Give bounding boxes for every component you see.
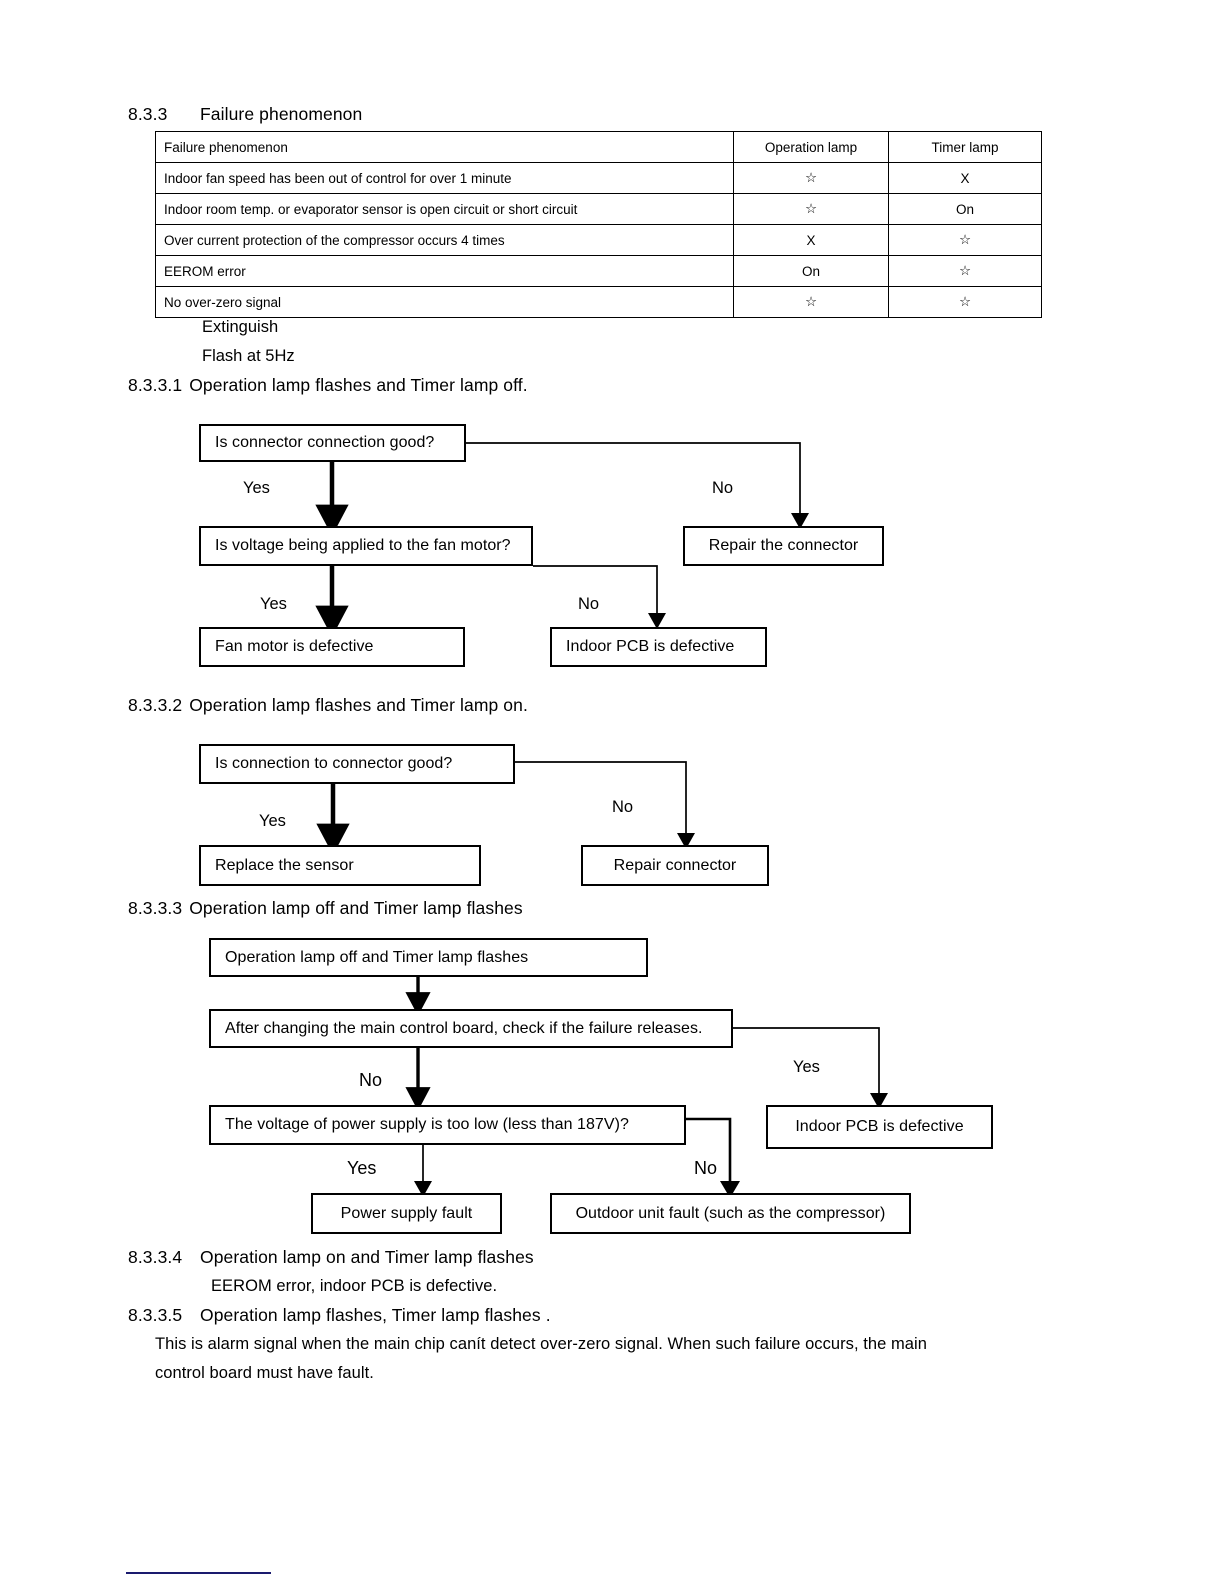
fc1-node-fan-motor-defective: Fan motor is defective	[199, 627, 465, 667]
cell-phenomenon: No over-zero signal	[155, 286, 734, 318]
section-number: 8.3.3.4	[128, 1247, 183, 1267]
legend-extinguish: Extinguish	[202, 318, 279, 336]
legend-flash: Flash at 5Hz	[202, 347, 295, 365]
section-title: Operation lamp flashes, Timer lamp flash…	[200, 1305, 551, 1325]
paragraph-line-1: This is alarm signal when the main chip …	[155, 1335, 927, 1353]
fc1-node-connector-question: Is connector connection good?	[199, 424, 466, 462]
fc3-label-no-2: No	[694, 1158, 718, 1178]
fc3-node-start: Operation lamp off and Timer lamp flashe…	[209, 938, 648, 977]
fc2-node-connection-question: Is connection to connector good?	[199, 744, 515, 784]
cell-operation-lamp: ☆	[733, 286, 889, 318]
fc2-label-no-1: No	[612, 798, 634, 816]
fc2-node-replace-sensor: Replace the sensor	[199, 845, 481, 886]
fc3-node-indoor-pcb-defective: Indoor PCB is defective	[766, 1105, 993, 1149]
fc3-label-yes-2: Yes	[347, 1158, 377, 1178]
section-title: Operation lamp flashes and Timer lamp on…	[189, 695, 528, 715]
fc1-node-voltage-question: Is voltage being applied to the fan moto…	[199, 526, 533, 566]
section-number: 8.3.3.5	[128, 1305, 183, 1325]
cell-operation-lamp: X	[733, 224, 889, 256]
section-number: 8.3.3.3	[128, 898, 183, 918]
fc3-node-voltage-low-question: The voltage of power supply is too low (…	[209, 1105, 686, 1145]
table-row: EEROM error On ☆	[155, 255, 1042, 287]
cell-timer-lamp: ☆	[888, 286, 1042, 318]
fc1-node-repair-connector: Repair the connector	[683, 526, 884, 566]
section-heading-8332: 8.3.3.2 Operation lamp flashes and Timer …	[128, 695, 528, 716]
fc1-label-yes-2: Yes	[260, 595, 287, 613]
table-row: Over current protection of the compresso…	[155, 224, 1042, 256]
fc3-node-power-supply-fault: Power supply fault	[311, 1193, 502, 1234]
section-heading-8333: 8.3.3.3 Operation lamp off and Timer lamp…	[128, 898, 523, 919]
table-row: No over-zero signal ☆ ☆	[155, 286, 1042, 318]
cell-phenomenon: Indoor fan speed has been out of control…	[155, 162, 734, 194]
fc1-label-no-2: No	[578, 595, 600, 613]
failure-phenomenon-table: Failure phenomenon Operation lamp Timer …	[155, 131, 1042, 318]
cell-timer-lamp: ☆	[888, 224, 1042, 256]
table-header-row: Failure phenomenon Operation lamp Timer …	[155, 131, 1042, 163]
fc2-node-repair-connector: Repair connector	[581, 845, 769, 886]
cell-timer-lamp: On	[888, 193, 1042, 225]
section-title: Operation lamp on and Timer lamp flashes	[200, 1247, 534, 1267]
fc1-label-no-1: No	[712, 479, 734, 497]
section-title: Failure phenomenon	[200, 104, 363, 124]
fc2-label-yes-1: Yes	[259, 812, 286, 830]
fc3-label-no-1: No	[359, 1070, 383, 1090]
section-heading-8335: 8.3.3.5 Operation lamp flashes, Timer lam…	[128, 1305, 551, 1326]
section-title: Operation lamp flashes and Timer lamp of…	[189, 375, 528, 395]
section-number: 8.3.3.2	[128, 695, 183, 715]
paragraph-line-2: control board must have fault.	[155, 1364, 374, 1382]
footer-divider	[126, 1572, 271, 1575]
section-title: Operation lamp off and Timer lamp flashe…	[189, 898, 523, 918]
fc3-node-outdoor-unit-fault: Outdoor unit fault (such as the compress…	[550, 1193, 911, 1234]
table-row: Indoor fan speed has been out of control…	[155, 162, 1042, 194]
cell-phenomenon: EEROM error	[155, 255, 734, 287]
cell-operation-lamp: ☆	[733, 162, 889, 194]
section-8334-body: EEROM error, indoor PCB is defective.	[211, 1277, 498, 1295]
cell-operation-lamp: On	[733, 255, 889, 287]
cell-timer-lamp: ☆	[888, 255, 1042, 287]
fc3-label-yes-1: Yes	[793, 1058, 820, 1076]
fc3-node-change-board-question: After changing the main control board, c…	[209, 1009, 733, 1048]
section-heading-8331: 8.3.3.1 Operation lamp flashes and Timer …	[128, 375, 528, 396]
cell-timer-lamp: X	[888, 162, 1042, 194]
fc1-label-yes-1: Yes	[243, 479, 270, 497]
section-heading-8334: 8.3.3.4 Operation lamp on and Timer lamp …	[128, 1247, 534, 1268]
fc1-node-indoor-pcb-defective: Indoor PCB is defective	[550, 627, 767, 667]
section-number: 8.3.3.1	[128, 375, 183, 395]
cell-phenomenon: Over current protection of the compresso…	[155, 224, 734, 256]
section-heading-833: 8.3.3 Failure phenomenon	[128, 104, 362, 125]
section-number: 8.3.3	[128, 104, 168, 124]
